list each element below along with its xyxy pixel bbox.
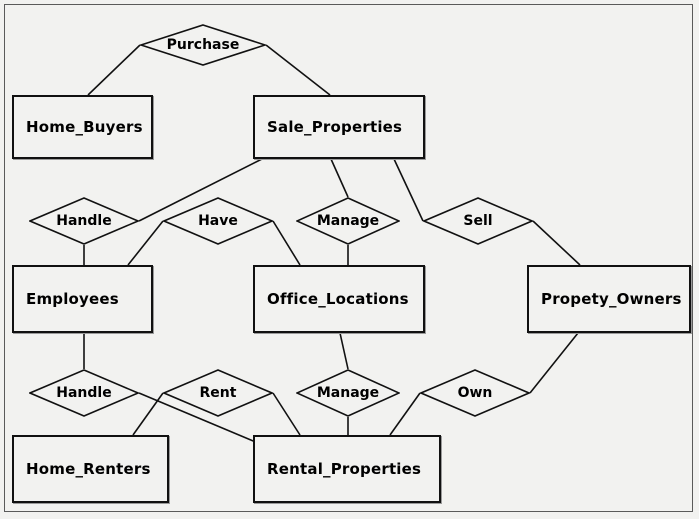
relationship-sell[interactable]: Sell xyxy=(423,197,533,245)
diamond-icon-manage_bottom xyxy=(296,369,400,417)
edge-own-rental_properties xyxy=(389,392,421,436)
edge-handle_bottom-rental_properties xyxy=(138,392,259,444)
entity-office_locations[interactable]: Office_Locations xyxy=(253,265,425,333)
entity-sale_properties[interactable]: Sale_Properties xyxy=(253,95,425,159)
edge-propety_owners-own xyxy=(529,332,579,394)
entity-home_renters[interactable]: Home_Renters xyxy=(12,435,169,503)
diamond-icon-have xyxy=(163,197,273,245)
relationship-label-manage_bottom: Manage xyxy=(316,385,380,401)
edge-rent-home_renters xyxy=(132,392,164,436)
diamond-icon-sell xyxy=(423,197,533,245)
relationship-have[interactable]: Have xyxy=(163,197,273,245)
edge-sell-propety_owners xyxy=(532,220,581,266)
relationship-label-handle_top: Handle xyxy=(56,213,112,229)
relationship-rent[interactable]: Rent xyxy=(163,369,273,417)
entity-label-sale_properties: Sale_Properties xyxy=(267,118,403,136)
relationship-label-handle_bottom: Handle xyxy=(56,385,112,401)
relationship-own[interactable]: Own xyxy=(420,369,530,417)
edge-sale_properties-handle_top xyxy=(138,158,263,222)
relationship-label-rent: Rent xyxy=(199,385,237,401)
entity-label-home_buyers: Home_Buyers xyxy=(26,118,143,136)
diamond-icon-manage_top xyxy=(296,197,400,245)
relationship-label-own: Own xyxy=(457,385,493,401)
edge-sale_properties-manage_top xyxy=(330,158,349,198)
relationship-manage_bottom[interactable]: Manage xyxy=(296,369,400,417)
diamond-icon-purchase xyxy=(140,24,266,66)
edge-rent-rental_properties xyxy=(272,392,301,436)
relationship-handle_top[interactable]: Handle xyxy=(29,197,139,245)
relationship-purchase[interactable]: Purchase xyxy=(140,24,266,66)
entity-label-home_renters: Home_Renters xyxy=(26,460,151,478)
diamond-icon-handle_bottom xyxy=(29,369,139,417)
relationship-label-sell: Sell xyxy=(463,213,493,229)
entity-employees[interactable]: Employees xyxy=(12,265,153,333)
edge-have-employees xyxy=(127,220,164,266)
relationship-manage_top[interactable]: Manage xyxy=(296,197,400,245)
entity-propety_owners[interactable]: Propety_Owners xyxy=(527,265,691,333)
edge-have-office_locations xyxy=(272,220,301,266)
entity-label-propety_owners: Propety_Owners xyxy=(541,290,682,308)
entity-label-employees: Employees xyxy=(26,290,119,308)
entity-home_buyers[interactable]: Home_Buyers xyxy=(12,95,153,159)
edge-purchase-sale_properties xyxy=(265,44,331,96)
relationship-handle_bottom[interactable]: Handle xyxy=(29,369,139,417)
entity-rental_properties[interactable]: Rental_Properties xyxy=(253,435,441,503)
edge-sale_properties-sell xyxy=(393,158,424,222)
diamond-icon-handle_top xyxy=(29,197,139,245)
entity-label-office_locations: Office_Locations xyxy=(267,290,409,308)
edge-office_locations-manage_bottom xyxy=(339,332,349,370)
diamond-icon-rent xyxy=(163,369,273,417)
relationship-label-manage_top: Manage xyxy=(316,213,380,229)
relationship-label-have: Have xyxy=(198,213,238,229)
edge-purchase-home_buyers xyxy=(87,44,141,96)
relationship-label-purchase: Purchase xyxy=(166,37,240,53)
entity-label-rental_properties: Rental_Properties xyxy=(267,460,422,478)
diamond-icon-own xyxy=(420,369,530,417)
